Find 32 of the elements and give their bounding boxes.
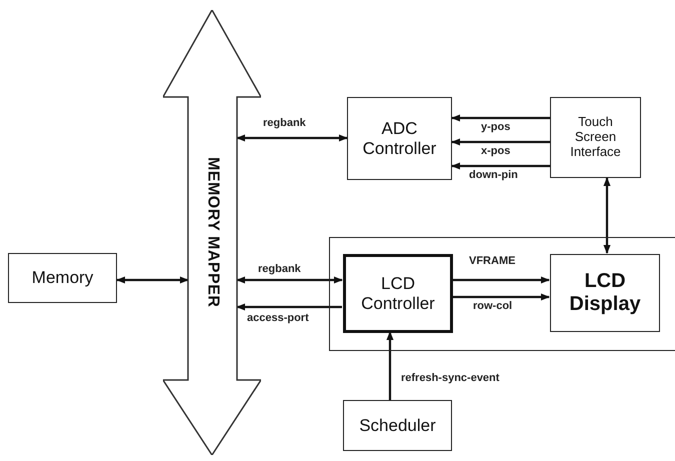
node-label: LCD Controller [360, 274, 436, 314]
process-box [343, 254, 453, 333]
edge-label: y-pos [480, 121, 512, 134]
edge-label: refresh-sync-event [400, 372, 500, 385]
node-label: ADC Controller [362, 118, 438, 158]
node-label: Scheduler [359, 416, 436, 436]
process-box [550, 254, 660, 332]
arrow [603, 177, 611, 254]
arrow [236, 134, 348, 142]
node-label: LCD Display [568, 270, 642, 316]
edge-label: access-port [246, 312, 310, 325]
arrow [236, 303, 342, 311]
arrow [451, 162, 550, 170]
edge-label: down-pin [468, 169, 519, 182]
edge-label: regbank [262, 117, 307, 130]
node-label: Touch Screen Interface [569, 115, 622, 160]
arrow [236, 276, 343, 284]
arrow [116, 276, 189, 284]
node-label: Memory [32, 268, 94, 288]
arrow [386, 331, 394, 400]
edge-label: regbank [257, 263, 302, 276]
edge-label: x-pos [480, 145, 512, 158]
arrow [452, 276, 550, 284]
arrow [451, 138, 550, 146]
process-box [343, 400, 452, 451]
group-frame [329, 237, 675, 351]
process-box [550, 97, 641, 178]
process-box [347, 97, 452, 180]
arrow [452, 293, 550, 301]
node-label: MEMORY MAPPER [203, 157, 222, 308]
process-box [8, 253, 117, 303]
arrow [451, 114, 550, 122]
